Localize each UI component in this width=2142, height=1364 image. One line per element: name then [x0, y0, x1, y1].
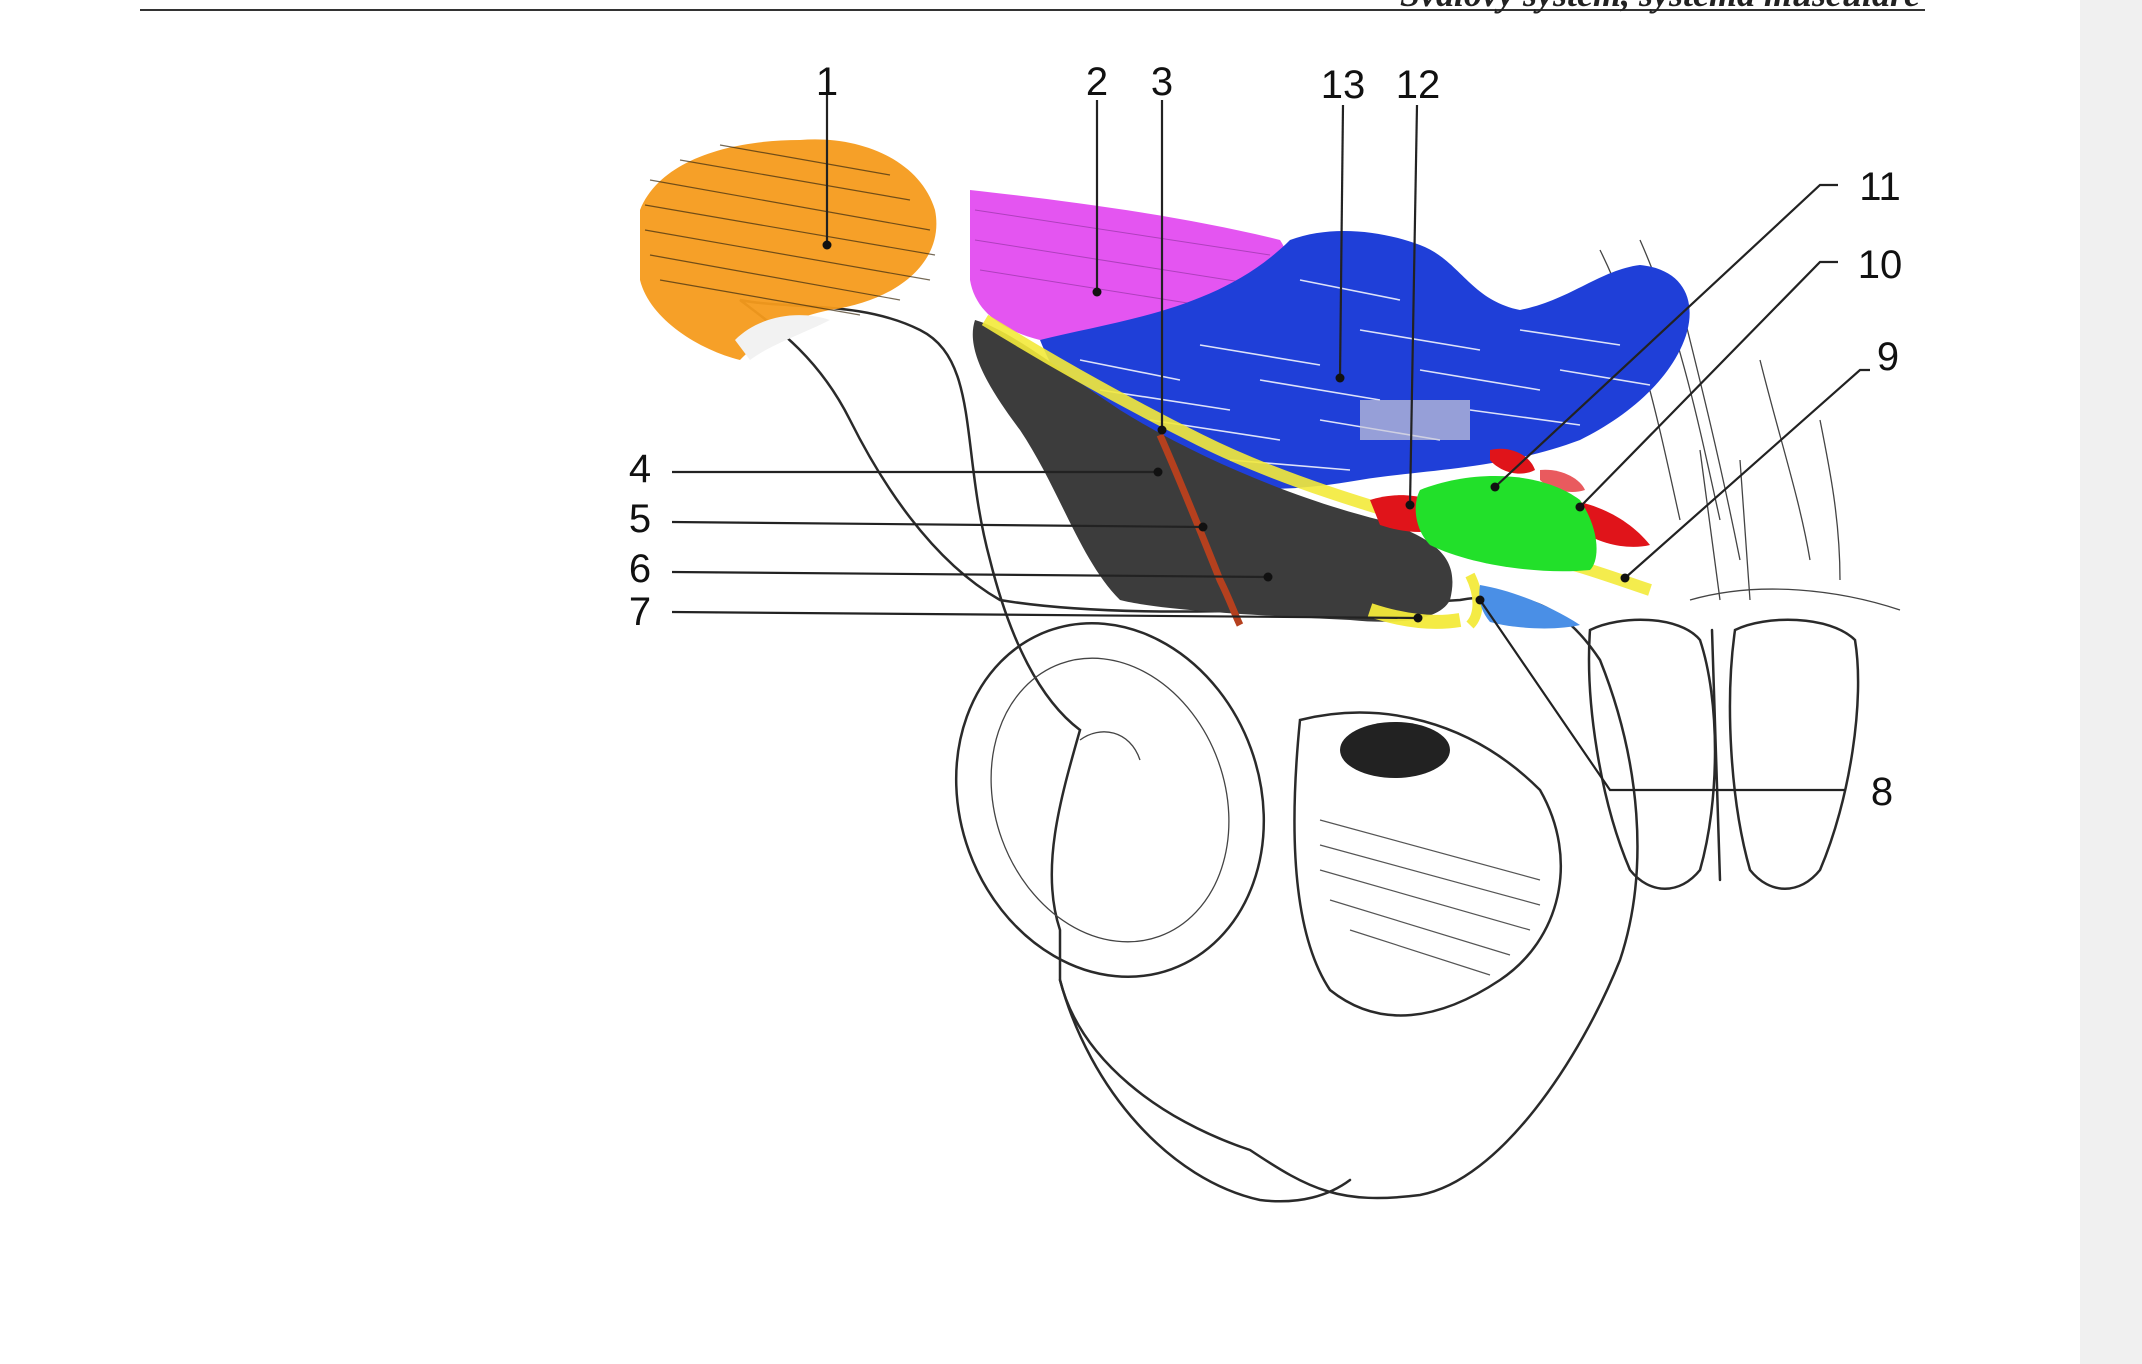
- acetabulum: [954, 621, 1266, 979]
- leader-5: [671, 520, 1204, 529]
- anchor-11: [1490, 482, 1500, 492]
- anchor-2: [1092, 287, 1102, 297]
- leader-6: [671, 570, 1269, 579]
- label-8: 8: [1871, 770, 1893, 814]
- anchor-9: [1620, 573, 1630, 583]
- callout-labels: 1 2 3 13 12 11 10 9 8 4: [629, 60, 1902, 814]
- page-header: Svalový systém, systema musculare: [140, 0, 1925, 14]
- label-4: 4: [629, 447, 651, 491]
- label-5: 5: [629, 497, 651, 541]
- anchor-1: [822, 240, 832, 250]
- anchor-10: [1575, 502, 1585, 512]
- anchor-7: [1413, 613, 1423, 623]
- page-edge: [2080, 0, 2142, 1364]
- structure-5-vessel: [1156, 433, 1244, 627]
- pubis-right: [1728, 618, 1860, 890]
- anchor-13: [1335, 373, 1345, 383]
- leader-7: [671, 610, 1419, 620]
- label-6: 6: [629, 547, 651, 591]
- structure-8-light-blue: [1479, 585, 1580, 629]
- ischium-edge: [1058, 978, 1352, 1203]
- symphysis-line: [1710, 628, 1722, 882]
- structure-1-orange: [640, 139, 937, 360]
- anchor-12: [1405, 500, 1415, 510]
- label-12: 12: [1396, 63, 1441, 107]
- label-2: 2: [1086, 60, 1108, 104]
- leader-10: [1579, 260, 1838, 508]
- pelvic-bone: [739, 298, 1639, 1203]
- label-13: 13: [1321, 63, 1366, 107]
- fossa-curve: [1079, 731, 1141, 761]
- pubis-left: [1587, 618, 1717, 890]
- structure-6-dark: [972, 320, 1453, 622]
- leader-13: [1338, 104, 1345, 379]
- pubic-symphysis: [1587, 618, 1860, 890]
- obturator-membrane: [1293, 711, 1562, 1017]
- obturator-canal: [1340, 722, 1450, 778]
- label-7: 7: [629, 590, 651, 634]
- leader-8: [1479, 599, 1845, 792]
- anchor-4: [1153, 467, 1163, 477]
- running-title: Svalový systém, systema musculare: [1400, 0, 1920, 14]
- acetabulum-rim: [954, 621, 1266, 979]
- label-1: 1: [816, 60, 838, 104]
- anchor-8: [1475, 595, 1485, 605]
- anchor-3: [1157, 425, 1167, 435]
- leader-11: [1494, 183, 1838, 488]
- label-9: 9: [1877, 335, 1899, 379]
- anchor-5: [1198, 522, 1208, 532]
- label-10: 10: [1858, 243, 1903, 287]
- acetabulum-fossa: [990, 657, 1230, 943]
- ilium-outline: [739, 298, 1639, 1200]
- obturator-foramen: [1293, 711, 1562, 1017]
- structure-11-green: [1415, 476, 1597, 572]
- leader-9: [1624, 368, 1870, 579]
- right-fibers: [1599, 239, 1901, 611]
- label-11: 11: [1859, 165, 1901, 209]
- anchor-6: [1263, 572, 1273, 582]
- leader-12: [1408, 104, 1419, 506]
- label-3: 3: [1151, 60, 1173, 104]
